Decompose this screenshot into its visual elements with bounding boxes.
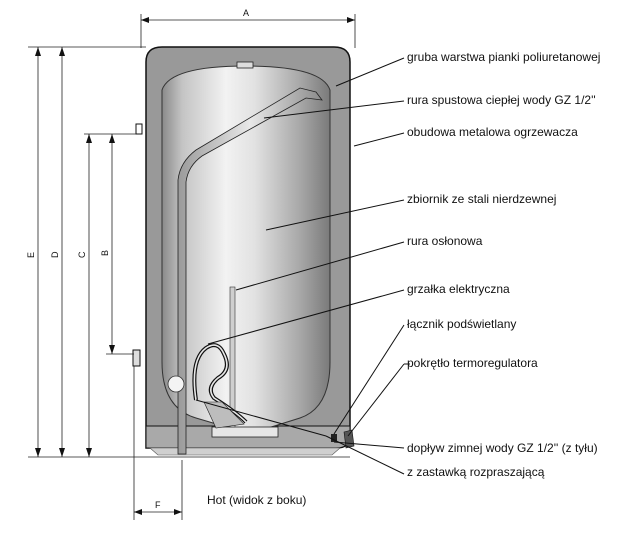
label-cold-inlet-line1: dopływ zimnej wody GZ 1/2'' (z tyłu) bbox=[407, 441, 598, 455]
heater-bracket bbox=[203, 401, 245, 429]
heater-bottom-shadow bbox=[149, 447, 341, 456]
bottom-flange bbox=[211, 426, 279, 438]
label-lamp-switch: łącznik podświetlany bbox=[407, 317, 516, 331]
lamp-switch bbox=[331, 434, 337, 442]
dim-label-d: D bbox=[50, 251, 60, 258]
label-cold-inlet-line2: z zastawką rozpraszającą bbox=[407, 465, 545, 479]
dim-label-b: B bbox=[100, 250, 110, 256]
dim-label-e: E bbox=[26, 252, 36, 258]
diagram-caption: Hot (widok z boku) bbox=[207, 493, 306, 507]
wall-bracket-top bbox=[135, 123, 143, 135]
dim-label-f: F bbox=[155, 500, 161, 510]
label-hot-pipe: rura spustowa ciepłej wody GZ 1/2'' bbox=[407, 93, 596, 107]
tank-top-fitting bbox=[236, 61, 254, 69]
sleeve-tube bbox=[229, 286, 236, 428]
wall-bracket-bottom bbox=[132, 349, 141, 367]
cold-inlet-diffuser bbox=[167, 375, 185, 393]
hot-water-pipe bbox=[177, 87, 323, 455]
label-casing: obudowa metalowa ogrzewacza bbox=[407, 125, 578, 139]
label-foam: gruba warstwa pianki poliuretanowej bbox=[407, 50, 600, 64]
dim-label-c: C bbox=[77, 251, 87, 258]
label-tank: zbiornik ze stali nierdzewnej bbox=[407, 192, 556, 206]
heating-element-inner bbox=[193, 344, 247, 423]
label-sleeve: rura osłonowa bbox=[407, 234, 483, 248]
label-thermostat: pokrętło termoregulatora bbox=[407, 356, 538, 370]
dim-label-a: A bbox=[243, 8, 249, 18]
label-heater: grzałka elektryczna bbox=[407, 282, 510, 296]
